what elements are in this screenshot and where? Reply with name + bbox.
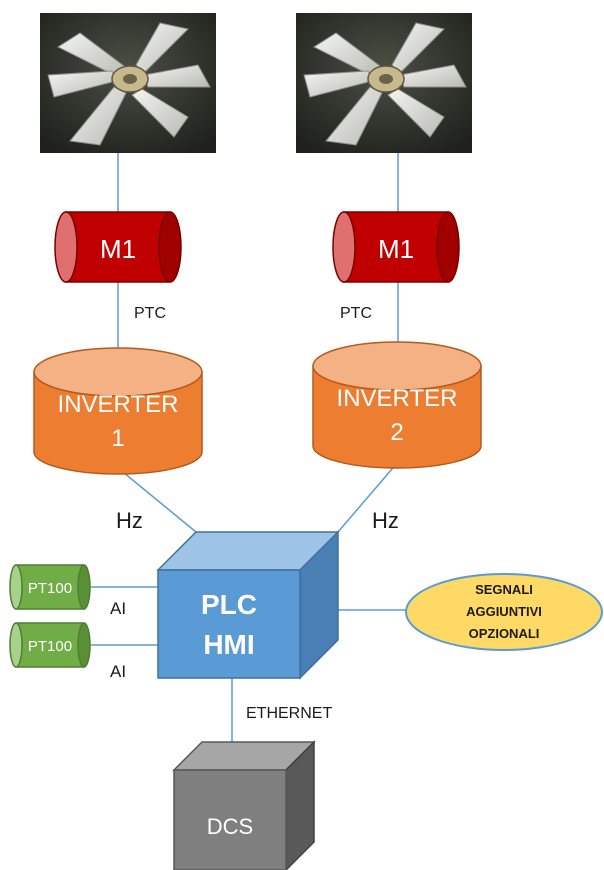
pt100-sensor-1-label: PT100 — [28, 580, 72, 597]
hz-label-2: Hz — [372, 508, 399, 533]
ptc-label-2: PTC — [340, 305, 372, 322]
inverter-1: INVERTER 1 — [33, 347, 203, 475]
dcs-cube: DCS — [172, 740, 316, 870]
inverter-1-line2: 1 — [111, 425, 124, 452]
inverter-2: INVERTER 2 — [312, 341, 482, 469]
plc-hmi-cube: PLC HMI — [156, 530, 340, 680]
motor-2: M1 — [332, 211, 460, 283]
optional-signals-ellipse: SEGNALI AGGIUNTIVI OPZIONALI — [405, 573, 603, 651]
inverter-2-line2: 2 — [390, 419, 403, 446]
plc-label: PLC — [201, 589, 257, 620]
pt100-sensor-2: PT100 — [9, 622, 91, 668]
optional-signals-line1: SEGNALI — [475, 582, 533, 597]
fan-photo-1 — [39, 12, 217, 154]
hmi-label: HMI — [203, 629, 254, 660]
hz-label-1: Hz — [116, 508, 143, 533]
motor-1-label: M1 — [100, 234, 136, 264]
ai-label-2: AI — [110, 662, 126, 681]
inverter-1-line1: INVERTER — [58, 391, 179, 418]
ai-label-1: AI — [110, 599, 126, 618]
inverter-2-line1: INVERTER — [337, 385, 458, 412]
pt100-sensor-2-label: PT100 — [28, 638, 72, 655]
ethernet-label: ETHERNET — [246, 705, 332, 722]
optional-signals-line3: OPZIONALI — [469, 626, 540, 641]
fan-photo-2 — [295, 12, 473, 154]
motor-2-label: M1 — [378, 234, 414, 264]
connector-lines — [84, 152, 406, 742]
pt100-sensor-1: PT100 — [9, 564, 91, 610]
optional-signals-line2: AGGIUNTIVI — [466, 604, 542, 619]
ptc-label-1: PTC — [134, 305, 166, 322]
dcs-label: DCS — [207, 814, 253, 839]
motor-1: M1 — [54, 211, 182, 283]
